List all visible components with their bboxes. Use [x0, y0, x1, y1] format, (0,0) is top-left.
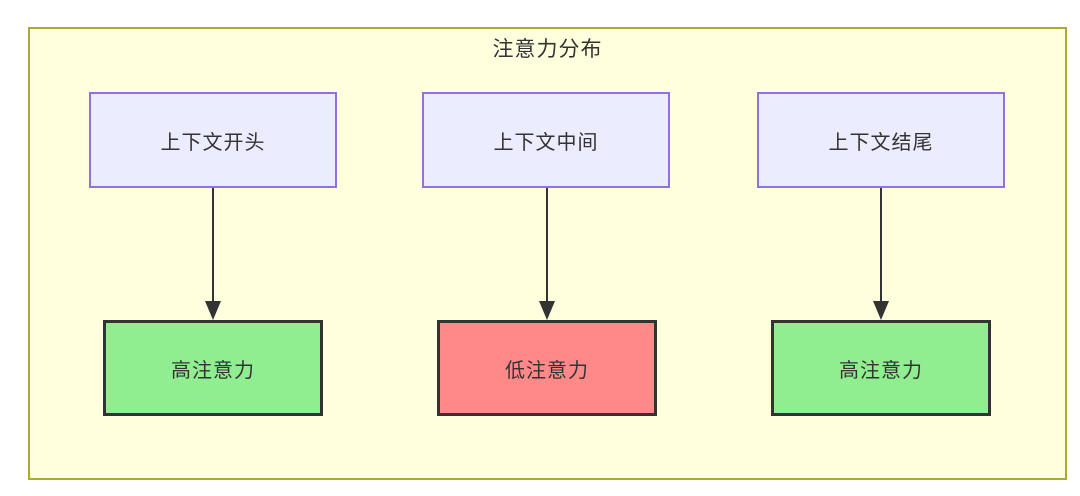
- node-context-beginning: 上下文开头: [89, 92, 337, 188]
- node-label: 高注意力: [171, 359, 255, 382]
- node-context-end: 上下文结尾: [757, 92, 1005, 188]
- node-context-middle: 上下文中间: [422, 92, 670, 188]
- node-high-attention-2: 高注意力: [771, 320, 991, 416]
- node-label: 上下文中间: [493, 131, 599, 154]
- diagram-title: 注意力分布: [492, 38, 603, 61]
- arrow-down-icon: [873, 188, 889, 320]
- node-label: 上下文开头: [160, 131, 266, 154]
- node-label: 高注意力: [839, 359, 923, 382]
- arrow-down-icon: [539, 188, 555, 320]
- node-low-attention: 低注意力: [437, 320, 657, 416]
- arrow-down-icon: [205, 188, 221, 320]
- node-label: 上下文结尾: [828, 131, 934, 154]
- node-high-attention-1: 高注意力: [103, 320, 323, 416]
- node-label: 低注意力: [505, 359, 589, 382]
